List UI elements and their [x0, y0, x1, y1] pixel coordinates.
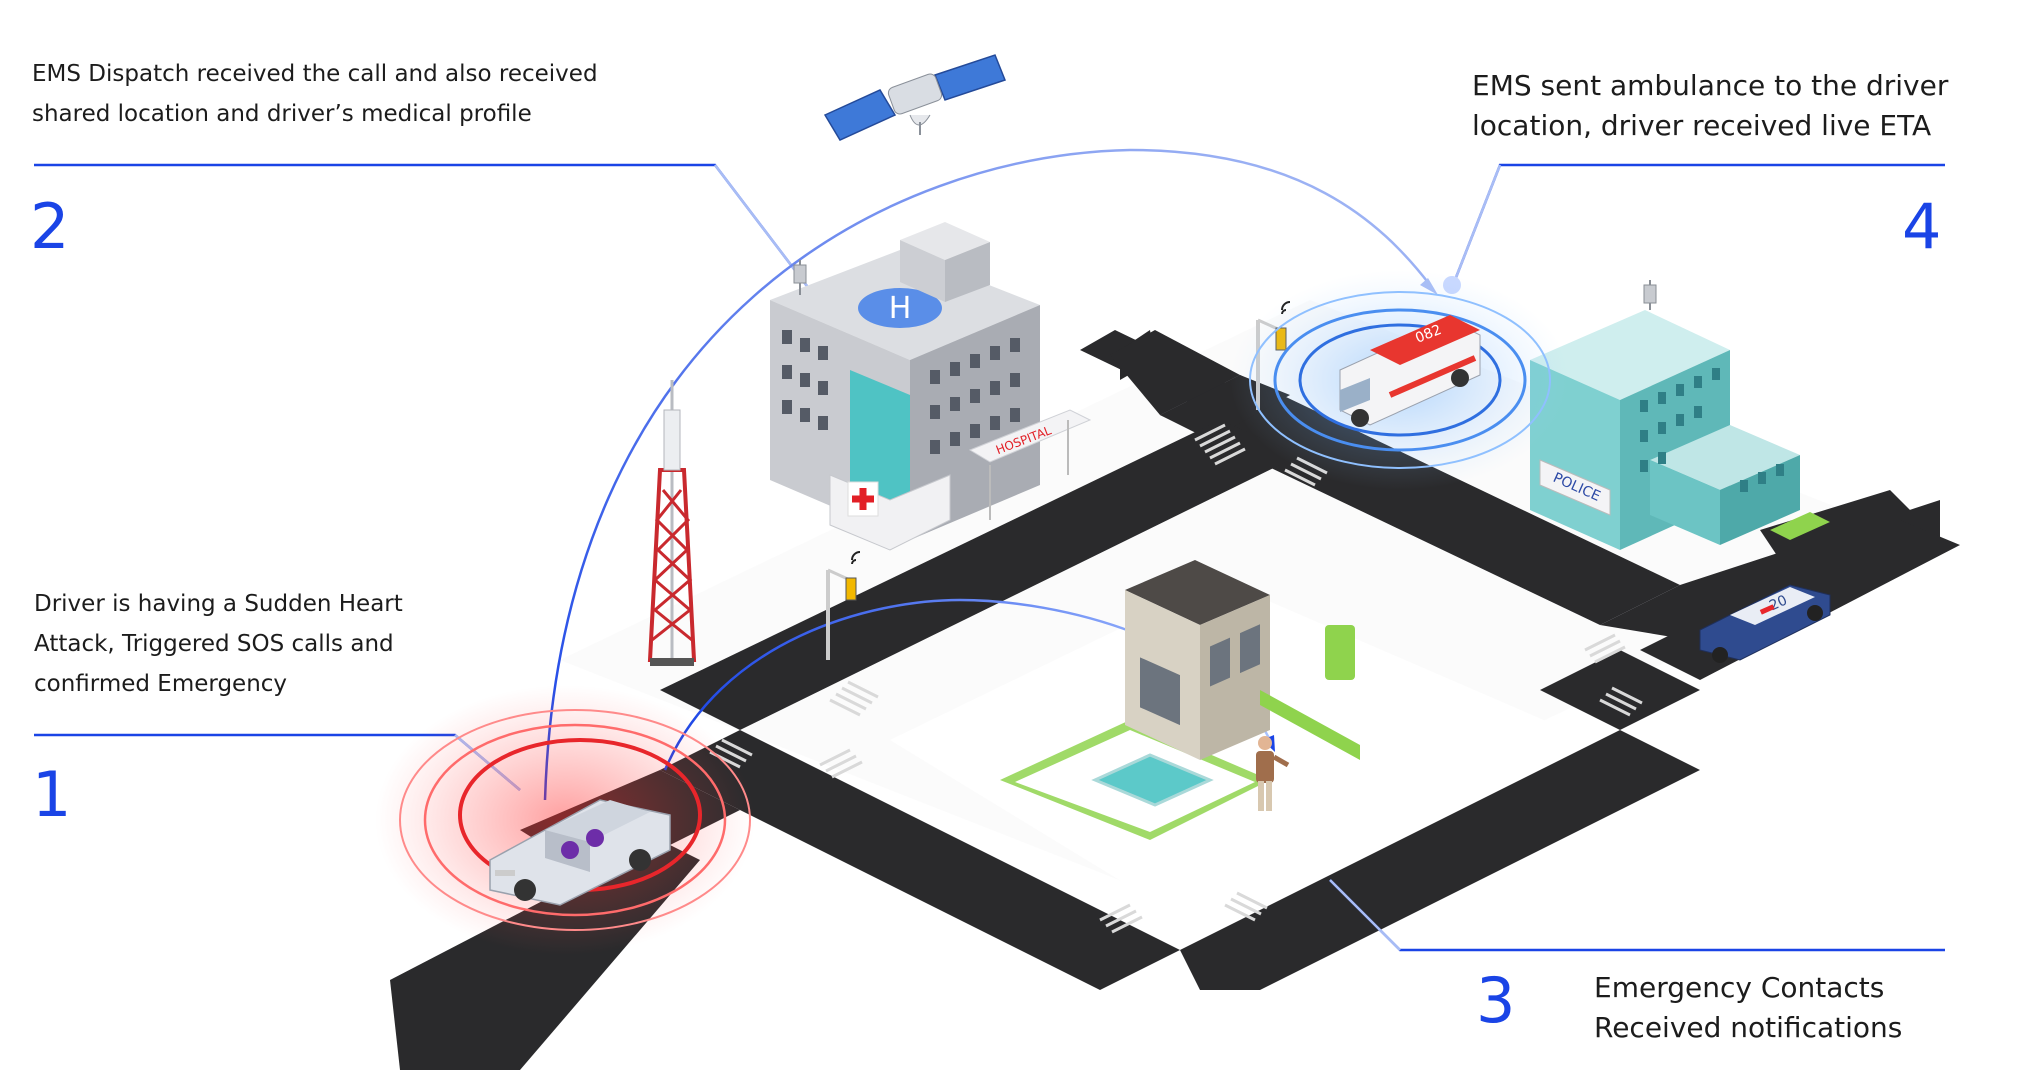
- hospital-icon: H HOSPITAL: [770, 222, 1092, 551]
- house-lot: [890, 580, 1590, 920]
- step-2-caption: EMS Dispatch received the call and also …: [32, 54, 598, 134]
- police-station-icon: POLICE: [1530, 280, 1830, 550]
- step-1-caption-line: Attack, Triggered SOS calls and: [34, 631, 394, 657]
- step-4-number: 4: [1902, 190, 1942, 263]
- step-1-caption: Driver is having a Sudden Heart Attack, …: [34, 584, 403, 704]
- step-4-caption-line: EMS sent ambulance to the driver: [1472, 69, 1949, 102]
- cell-tower-icon: [647, 380, 697, 666]
- police-car-icon: 20: [1699, 584, 1831, 663]
- road-segment: [660, 730, 1180, 990]
- road-segment: [1760, 490, 1940, 590]
- step-1-caption-line: Driver is having a Sudden Heart: [34, 591, 403, 617]
- step-4-caption-line: location, driver received live ETA: [1472, 109, 1932, 142]
- road-segment: [660, 420, 1300, 730]
- step-3-caption: Emergency Contacts Received notification…: [1594, 968, 1902, 1048]
- step-2-connector: [34, 163, 811, 291]
- traffic-light-icon: [826, 551, 861, 660]
- step-1-caption-line: confirmed Emergency: [34, 671, 288, 697]
- ambulance-icon: 082: [1339, 315, 1481, 427]
- step-4-connector: [1453, 163, 1945, 281]
- step-2-caption-line: shared location and driver’s medical pro…: [32, 101, 532, 127]
- satellite-icon: [823, 54, 1006, 141]
- step-3-number: 3: [1476, 964, 1516, 1037]
- house-icon: [1000, 560, 1360, 840]
- step-2-caption-line: EMS Dispatch received the call and also …: [32, 61, 598, 87]
- road-segment: [1110, 330, 1240, 415]
- step-3-caption-line: Received notifications: [1594, 1011, 1903, 1044]
- car-icon: [489, 799, 671, 906]
- step-1-number: 1: [32, 758, 72, 831]
- step-3-caption-line: Emergency Contacts: [1594, 971, 1885, 1004]
- dispatch-arc: [543, 148, 1431, 801]
- road-segment: [1540, 650, 1700, 730]
- step-2-number: 2: [30, 190, 70, 263]
- road-segment: [1180, 730, 1700, 990]
- wifi-signal-icon: [851, 551, 861, 565]
- person-icon: [1256, 736, 1290, 811]
- step-4-caption: EMS sent ambulance to the driver locatio…: [1472, 66, 1948, 146]
- helipad-h: H: [889, 291, 912, 326]
